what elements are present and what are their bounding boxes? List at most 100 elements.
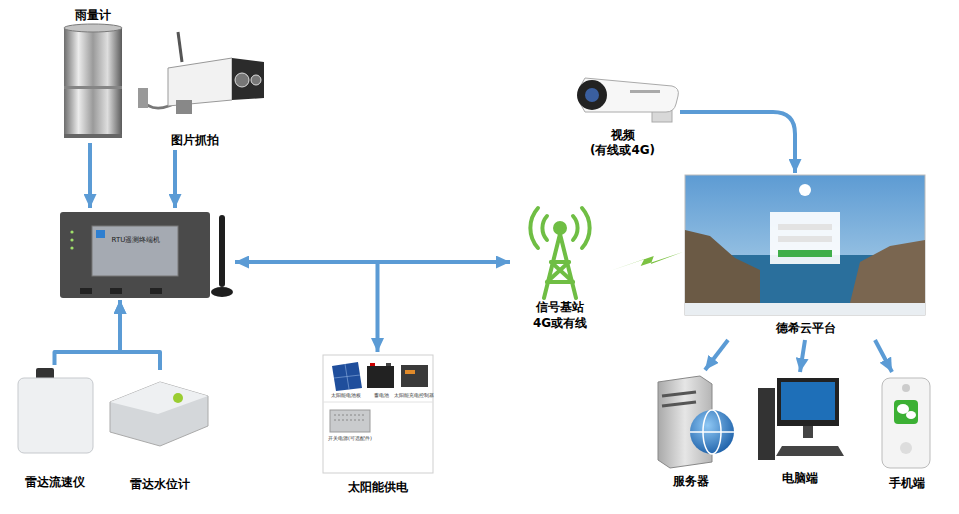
battery (367, 366, 394, 388)
flow-arrow (235, 260, 510, 264)
login-field (778, 236, 832, 242)
monitor-stand (803, 426, 813, 438)
supply-vents (334, 420, 366, 421)
device-node: 图片抓拍 (140, 25, 250, 150)
panel-grid (334, 375, 360, 378)
platform-screen (685, 175, 925, 315)
solar-panel (332, 362, 362, 391)
radar-level-meter (110, 382, 208, 446)
server-slot (662, 402, 696, 406)
camera-lens (235, 73, 249, 87)
radio-wave (573, 216, 578, 240)
camera-joint (176, 100, 192, 114)
login-button (778, 250, 832, 257)
monitor (777, 378, 839, 426)
globe (690, 410, 734, 454)
login-field (778, 224, 832, 230)
flow-arrow (800, 340, 805, 372)
flow-arrow (875, 340, 892, 372)
chat-app (894, 400, 918, 424)
charge-controller (401, 365, 428, 387)
camera-front (232, 58, 264, 100)
node-label: 雷达流速仪 (12, 475, 97, 489)
pc-tower (758, 388, 775, 460)
radio-wave (542, 216, 547, 240)
phone-icon-dot (900, 442, 912, 454)
node-label: 视频 (565, 128, 680, 142)
meter-body (18, 378, 93, 453)
rtu-port (150, 288, 162, 294)
battery-terminal (386, 363, 391, 366)
radio-wave (530, 208, 538, 248)
device-node: 视频(有线或4G) (565, 65, 680, 160)
device-node: 信号基站 4G或有线 (510, 205, 610, 337)
device-node: 雷达流速仪 (12, 365, 97, 497)
flow-arrow (235, 262, 378, 352)
phone-icon-dot (902, 384, 910, 392)
supply-vents (334, 415, 366, 416)
node-label: 电脑端 (755, 471, 845, 485)
device-node: 电脑端 (755, 372, 845, 490)
tower-top (555, 223, 565, 233)
level-top (110, 382, 208, 414)
rtu-led (70, 246, 73, 249)
controller-display (405, 370, 415, 374)
monitor-screen (781, 382, 835, 420)
camera-lens (251, 75, 261, 85)
camera-glass (585, 88, 599, 102)
device-caption: RTU遥测终端机 (94, 236, 178, 244)
snapshot-camera (138, 32, 264, 114)
camera-antenna (178, 32, 182, 62)
device-node: 太阳能供电 (320, 352, 435, 497)
login-panel (770, 212, 840, 264)
screen-rocks (850, 240, 925, 303)
node-label: 4G或有线 (510, 316, 610, 330)
rtu-led (70, 238, 73, 241)
rtu-panel (92, 226, 178, 276)
part-label: 太阳能电池板 (331, 393, 361, 398)
computer-icon (758, 378, 844, 460)
rtu-port (80, 288, 92, 294)
node-label: 太阳能供电 (320, 480, 435, 494)
rtu-logo (96, 230, 105, 238)
gauge-body (64, 28, 122, 138)
phone-icon (882, 378, 930, 468)
radar-flow-meter (18, 368, 93, 453)
video-camera (577, 78, 678, 122)
rain-gauge (64, 24, 122, 138)
flow-arrow (55, 300, 121, 365)
flow-arrow (120, 300, 160, 370)
keyboard (776, 446, 844, 456)
screen-footer (685, 303, 925, 315)
phone-body (882, 378, 930, 468)
part-label: 开关电源(可选配件) (328, 436, 372, 441)
camera-mount (138, 88, 148, 108)
node-label: 信号基站 (510, 300, 610, 314)
part-label: 太阳能充电控制器 (394, 393, 434, 398)
rtu-case (60, 212, 210, 298)
device-node: 雷达水位计 (105, 370, 215, 497)
flow-arrow (705, 340, 728, 370)
solar-frame (323, 355, 433, 473)
node-label: 服务器 (648, 474, 733, 488)
rtu-led (70, 230, 73, 233)
device-node: RTU遥测终端机 (60, 208, 235, 300)
gauge-base (64, 134, 122, 138)
screen-rocks (685, 230, 760, 303)
wireless-link (610, 252, 683, 271)
server-slot (662, 392, 696, 396)
screen-sky (685, 175, 925, 315)
gauge-seam (64, 86, 122, 89)
rtu-antenna (219, 215, 225, 287)
device-node: 手机端 (878, 372, 936, 494)
kit-divider (323, 402, 433, 403)
node-label: 图片抓拍 (140, 133, 250, 147)
radio-wave (582, 208, 590, 248)
node-label: 手机端 (878, 476, 936, 490)
globe-equator (690, 431, 734, 433)
rtu-device (60, 212, 233, 298)
part-label: 蓄电池 (374, 393, 389, 398)
